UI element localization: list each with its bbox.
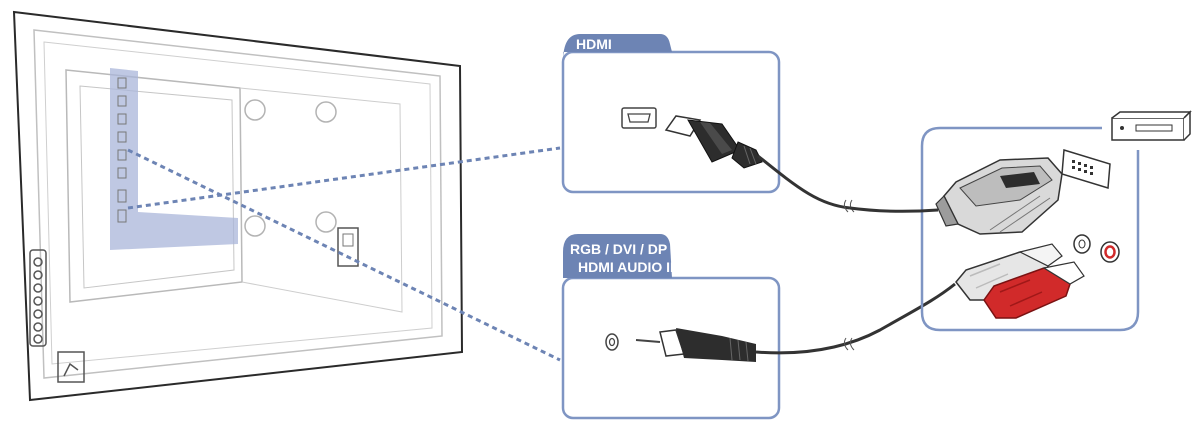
audio-leader-line — [127, 148, 561, 362]
hdmi-port-icon — [621, 107, 657, 129]
hdmi-panel-label: HDMI — [576, 36, 612, 52]
rca-jacks-icon — [1073, 234, 1120, 263]
audio-panel-label-line1: RGB / DVI / DP / — [570, 241, 675, 257]
audio-plug-icon — [635, 328, 756, 362]
rca-plugs-icon — [955, 243, 1085, 319]
source-panel — [849, 110, 1192, 332]
audio-jack-icon — [605, 333, 619, 351]
hdmi-leader-line — [127, 146, 561, 210]
monitor-back-icon — [12, 10, 464, 402]
cable-break-marks — [843, 199, 855, 351]
dvi-plug-icon — [935, 157, 1063, 235]
dvi-port-icon — [1061, 149, 1111, 189]
audio-panel: RGB / DVI / DP / HDMI AUDIO IN — [561, 234, 956, 420]
audio-panel-label-line2: HDMI AUDIO IN — [578, 259, 680, 275]
leader-lines — [127, 146, 561, 362]
hdmi-plug-icon — [664, 115, 763, 169]
source-device-icon — [1111, 110, 1192, 141]
hdmi-panel: HDMI — [561, 34, 851, 210]
